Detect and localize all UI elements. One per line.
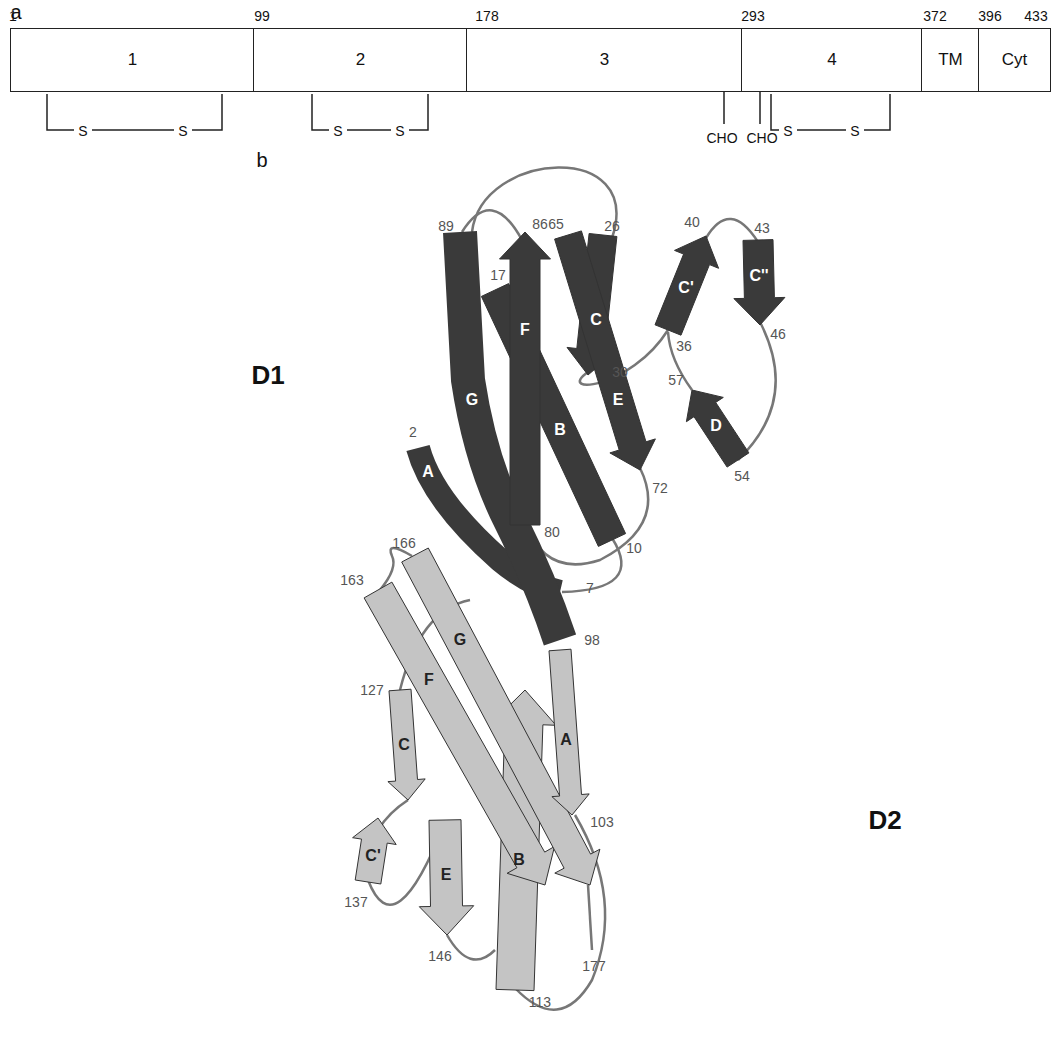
residue-number: 89 xyxy=(438,219,454,233)
residue-number: 26 xyxy=(604,219,620,233)
beta-strand xyxy=(353,818,397,884)
residue-number: 137 xyxy=(344,895,367,909)
panel-label: b xyxy=(256,150,267,170)
sequence-label: S xyxy=(333,124,342,138)
strand-label: C' xyxy=(365,848,380,864)
strand-label: C' xyxy=(678,280,693,296)
strand-label: B xyxy=(554,422,566,438)
domain-label: Cyt xyxy=(1002,50,1028,70)
strand-label: A xyxy=(422,464,434,480)
beta-strand xyxy=(655,236,719,335)
sequence-label: 178 xyxy=(475,9,498,23)
beta-strand xyxy=(734,240,785,325)
domain-label: 1 xyxy=(128,50,137,70)
residue-number: 65 xyxy=(548,217,564,231)
sequence-label: 433 xyxy=(1024,9,1047,23)
sequence-label: 99 xyxy=(254,9,270,23)
residue-number: 36 xyxy=(676,339,692,353)
sequence-label: S xyxy=(78,124,87,138)
residue-number: 46 xyxy=(770,327,786,341)
residue-number: 10 xyxy=(626,541,642,555)
domain-name: D2 xyxy=(868,807,901,833)
residue-number: 113 xyxy=(529,995,551,1009)
sequence-label: S xyxy=(783,124,792,138)
residue-number: 166 xyxy=(392,536,415,550)
sequence-label: 293 xyxy=(741,9,764,23)
strand-label: B xyxy=(513,852,525,868)
strand-label: C'' xyxy=(749,268,768,284)
residue-number: 127 xyxy=(360,683,383,697)
sequence-label: CHO xyxy=(746,131,777,145)
domain-box: 1 xyxy=(10,28,255,92)
beta-strand xyxy=(555,231,656,470)
domain-label: 4 xyxy=(827,50,836,70)
beta-strand xyxy=(388,689,425,800)
sequence-label: CHO xyxy=(706,131,737,145)
sequence-label: 1 xyxy=(9,9,17,23)
residue-number: 40 xyxy=(684,215,700,229)
strand-label: G xyxy=(454,632,466,648)
residue-number: 30 xyxy=(612,365,628,379)
strand-label: G xyxy=(466,392,478,408)
strand-label: D xyxy=(710,418,722,434)
residue-number: 57 xyxy=(668,373,684,387)
residue-number: 146 xyxy=(428,949,451,963)
sequence-label: 372 xyxy=(923,9,946,23)
residue-number: 98 xyxy=(584,633,600,647)
residue-number: 7 xyxy=(586,581,594,595)
beta-strand xyxy=(419,820,473,935)
residue-number: 163 xyxy=(340,573,363,587)
domain-box: 4 xyxy=(741,28,923,92)
residue-number: 80 xyxy=(544,525,560,539)
residue-number: 86 xyxy=(532,217,548,231)
domain-box: 3 xyxy=(466,28,743,92)
strand-label: F xyxy=(424,672,434,688)
sequence-label: S xyxy=(178,124,187,138)
domain-label: 2 xyxy=(356,50,365,70)
domain-label: TM xyxy=(938,50,963,70)
strand-label: C xyxy=(590,312,602,328)
sequence-label: S xyxy=(850,124,859,138)
strand-label: E xyxy=(613,392,624,408)
domain-name: D1 xyxy=(251,362,284,388)
residue-number: 177 xyxy=(582,959,605,973)
residue-number: 54 xyxy=(734,469,750,483)
beta-strand xyxy=(549,649,589,815)
loop-lines xyxy=(368,167,776,1009)
sequence-label: 396 xyxy=(978,9,1001,23)
residue-number: 2 xyxy=(409,425,417,439)
residue-number: 103 xyxy=(590,815,613,829)
residue-number: 72 xyxy=(652,481,668,495)
strand-label: F xyxy=(520,322,530,338)
beta-strand xyxy=(460,232,560,640)
sequence-label: S xyxy=(395,124,404,138)
beta-strand xyxy=(686,390,749,467)
beta-strand xyxy=(402,548,600,885)
strand-label: C xyxy=(398,737,410,753)
domain-box: 2 xyxy=(253,28,468,92)
beta-strand xyxy=(500,232,551,525)
disulfide-brackets xyxy=(47,92,890,130)
strand-label: E xyxy=(441,867,452,883)
domain-label: 3 xyxy=(600,50,609,70)
residue-number: 43 xyxy=(754,221,770,235)
domain-box: TM xyxy=(921,28,980,92)
domain-box: Cyt xyxy=(978,28,1051,92)
strand-label: A xyxy=(560,732,572,748)
residue-number: 17 xyxy=(490,268,506,282)
